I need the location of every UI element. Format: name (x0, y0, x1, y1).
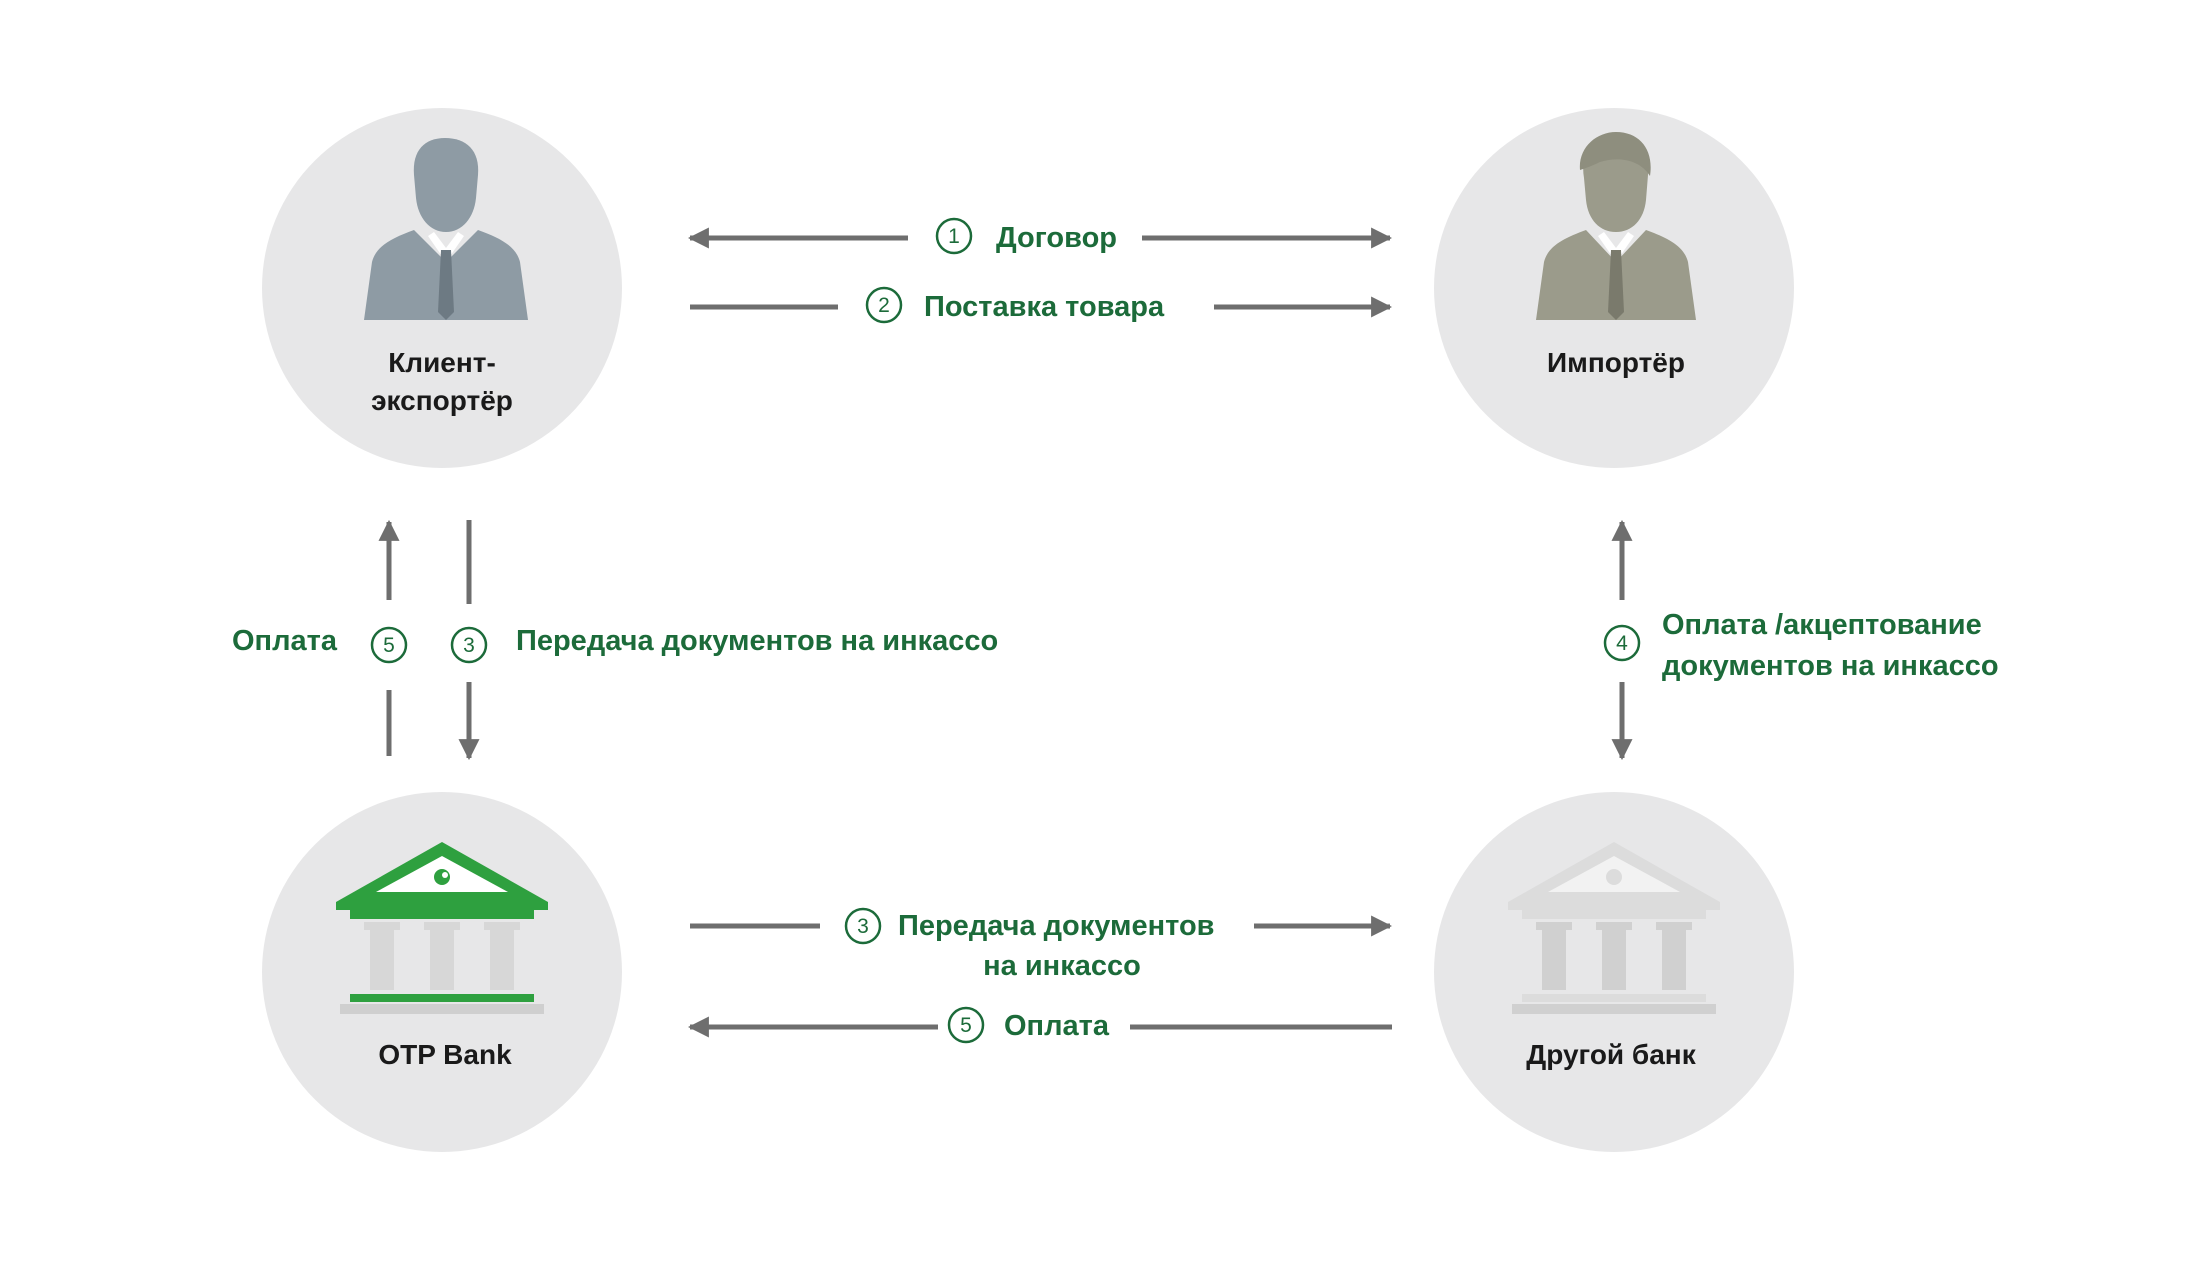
exporter-label-line1: Клиент- (388, 347, 496, 378)
step-badge-docs-bottom (844, 907, 882, 945)
step-badge-docs-left (450, 626, 488, 664)
flow-label-payment-left: Оплата (232, 625, 338, 657)
step-number: 3 (463, 634, 475, 657)
step-number: 1 (948, 225, 960, 248)
step-number: 4 (1616, 632, 1628, 655)
flow-label-payment-bottom: Оплата (1004, 1010, 1110, 1042)
step-badge-payment-bottom (947, 1006, 985, 1044)
otp-bank-label: OTP Bank (378, 1039, 512, 1070)
step-number: 2 (878, 294, 890, 317)
step-badge-payment-left (370, 626, 408, 664)
importer-label: Импортёр (1547, 347, 1685, 378)
step-number: 5 (383, 634, 395, 657)
other-bank-building-icon (1508, 842, 1720, 1014)
importer-businessman-icon (1536, 132, 1696, 320)
exporter-businessman-icon (364, 138, 528, 320)
step-number: 3 (857, 915, 869, 938)
flow-label-docs-bottom-line1: Передача документов (898, 910, 1215, 942)
flow-label-payment-right-line1: Оплата /акцептование (1662, 609, 1982, 641)
flow-label-contract: Договор (996, 222, 1117, 254)
step-badge-delivery (865, 286, 903, 324)
step-badge-contract (935, 217, 973, 255)
flow-label-payment-right-line2: документов на инкассо (1662, 650, 1999, 682)
flow-label-delivery: Поставка товара (924, 291, 1165, 323)
otp-bank-building-icon (336, 842, 548, 1014)
step-number: 5 (960, 1014, 972, 1037)
flow-label-docs-bottom-line2: на инкассо (983, 950, 1141, 982)
flow-label-docs-left: Передача документов на инкассо (516, 625, 998, 657)
step-badge-payment-right (1603, 624, 1641, 662)
exporter-label-line2: экспортёр (371, 385, 513, 416)
other-bank-label: Другой банк (1526, 1039, 1696, 1070)
